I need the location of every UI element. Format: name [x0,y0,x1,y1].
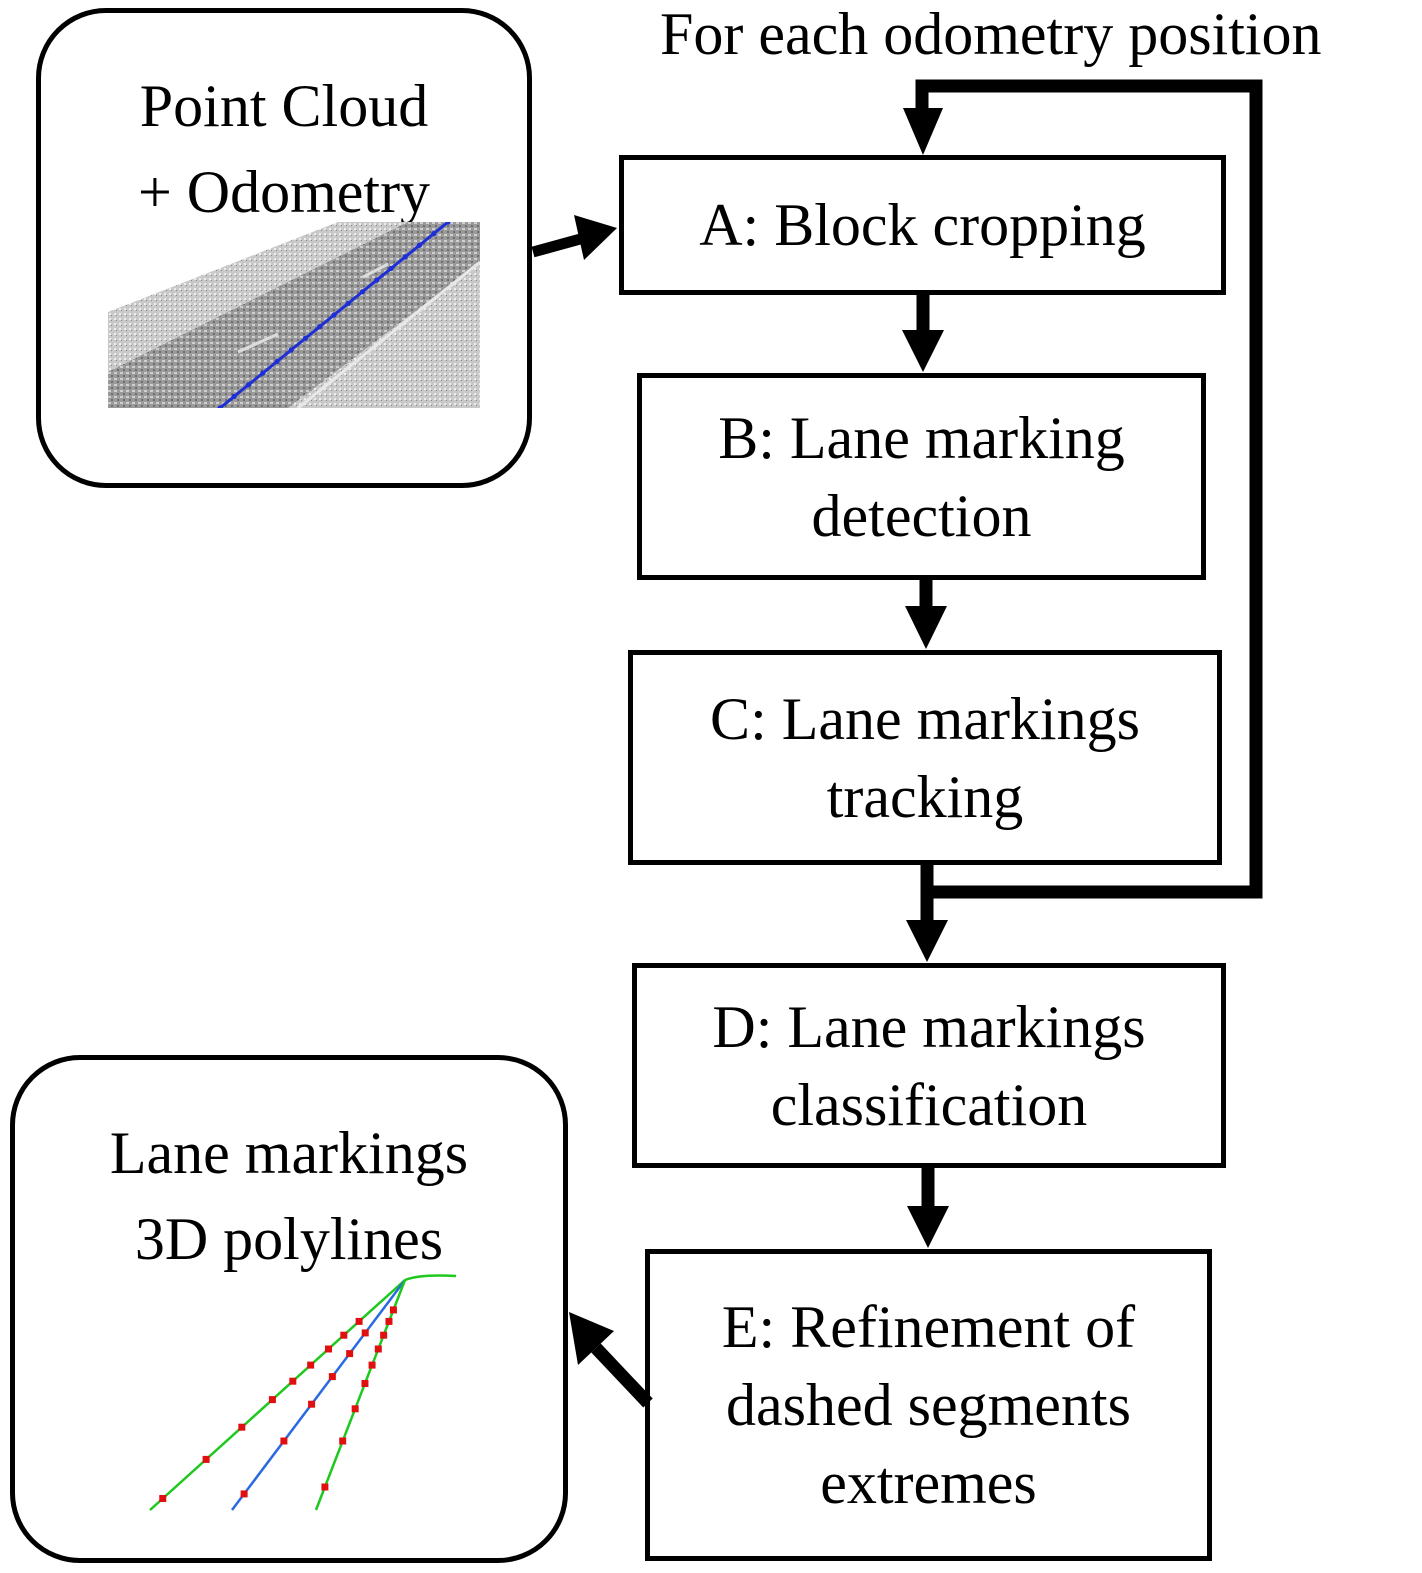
polyline-vertex [238,1423,246,1431]
odometry-point [431,231,437,237]
arrow-e-to-output [591,1343,653,1408]
step-d-lane-markings-classification: D: Lane markings classification [632,963,1226,1168]
step-b-label-line-1: B: Lane marking [718,404,1125,471]
input-label-line-1: Point Cloud [139,73,429,139]
odometry-point [317,324,323,330]
polyline-vertex [361,1329,369,1337]
step-e-label-line-2: dashed segments [726,1372,1131,1438]
polyline-vertex [240,1490,248,1498]
step-d-label-line-2: classification [770,1071,1088,1138]
polyline-vertex [289,1377,297,1385]
polyline-vertex [355,1317,363,1325]
road-edge-marking [297,260,480,408]
point-cloud-image [108,222,480,408]
output-label-line-2: 3D polylines [134,1206,444,1272]
polyline-vertex [368,1361,376,1369]
odometry-point [374,277,380,283]
polyline-vertex [346,1350,354,1358]
polyline-vertex [374,1345,382,1353]
polyline-vertex [339,1437,347,1445]
odometry-point [445,222,451,225]
arrowhead-c-to-d [906,920,948,962]
step-e-label-line-1: E: Refinement of [721,1294,1136,1360]
arrowhead-loop-to-a [903,108,943,155]
polyline-vertex [361,1380,369,1387]
odometry-point [388,265,394,272]
odometry-point [217,405,223,408]
input-label-line-2: + Odometry [137,159,431,225]
step-c-label-line-1: C: Lane markings [710,685,1140,752]
odometry-point [345,300,351,306]
arrowhead-input-to-a [574,215,617,260]
polyline-vertex [351,1405,359,1413]
odometry-point [402,254,408,260]
odometry-point [416,242,423,248]
polyline-vertex [385,1317,393,1325]
loop-feedback-line [915,79,1263,899]
output-label-line-1: Lane markings [109,1120,469,1186]
polyline-top [404,1274,457,1282]
step-e-refinement-dashed-segments: E: Refinement of dashed segments extreme… [645,1249,1212,1561]
polyline-vertex [159,1495,167,1502]
step-b-lane-marking-detection: B: Lane marking detection [637,373,1206,580]
arrowhead-e-to-output [569,1312,614,1365]
output-node-label: Lane markings 3D polylines [110,1110,468,1282]
step-a-label: A: Block cropping [699,192,1146,258]
step-b-label-line-2: detection [811,482,1032,549]
step-e-label-line-3: extremes [820,1450,1037,1516]
polyline-vertex [307,1361,315,1369]
step-a-block-cropping: A: Block cropping [619,155,1226,295]
loop-caption: For each odometry position [660,1,1322,67]
point-cloud-road [108,222,480,408]
step-c-label-line-2: tracking [826,763,1024,830]
polylines-image [149,1274,457,1511]
odometry-point [288,347,294,353]
polyline-vertex [389,1306,397,1314]
odometry-point [245,382,252,388]
polyline-vertex [325,1345,332,1353]
input-node-label: Point Cloud + Odometry [138,63,430,235]
odometry-point [231,393,237,399]
arrowhead-b-to-c [905,606,947,649]
polyline-vertex [308,1400,316,1408]
odometry-point [260,370,266,376]
odometry-points [217,222,451,408]
odometry-point [359,289,366,295]
step-d-label-line-1: D: Lane markings [712,993,1146,1060]
polyline-vertex [202,1455,210,1463]
polyline-vertex [268,1396,276,1404]
output-node-3d-polylines: Lane markings 3D polylines [10,1055,568,1563]
polyline-vertex [380,1331,388,1339]
arrow-input-to-a [531,232,586,258]
polyline-vertex [321,1483,329,1491]
road-lane-dash [237,332,279,354]
polyline-vertices [159,1306,397,1502]
polyline-middle [231,1279,406,1511]
polyline-vertex [280,1437,288,1445]
odometry-point [331,312,337,318]
polyline-vertex [328,1373,336,1381]
odometry-point [274,358,280,365]
step-c-lane-markings-tracking: C: Lane markings tracking [628,650,1222,865]
road-lane-dash [362,262,389,279]
arrowhead-a-to-b [902,330,944,372]
odometry-point [302,335,309,341]
polyline-vertex [340,1331,348,1339]
arrowhead-d-to-e [907,1206,949,1248]
